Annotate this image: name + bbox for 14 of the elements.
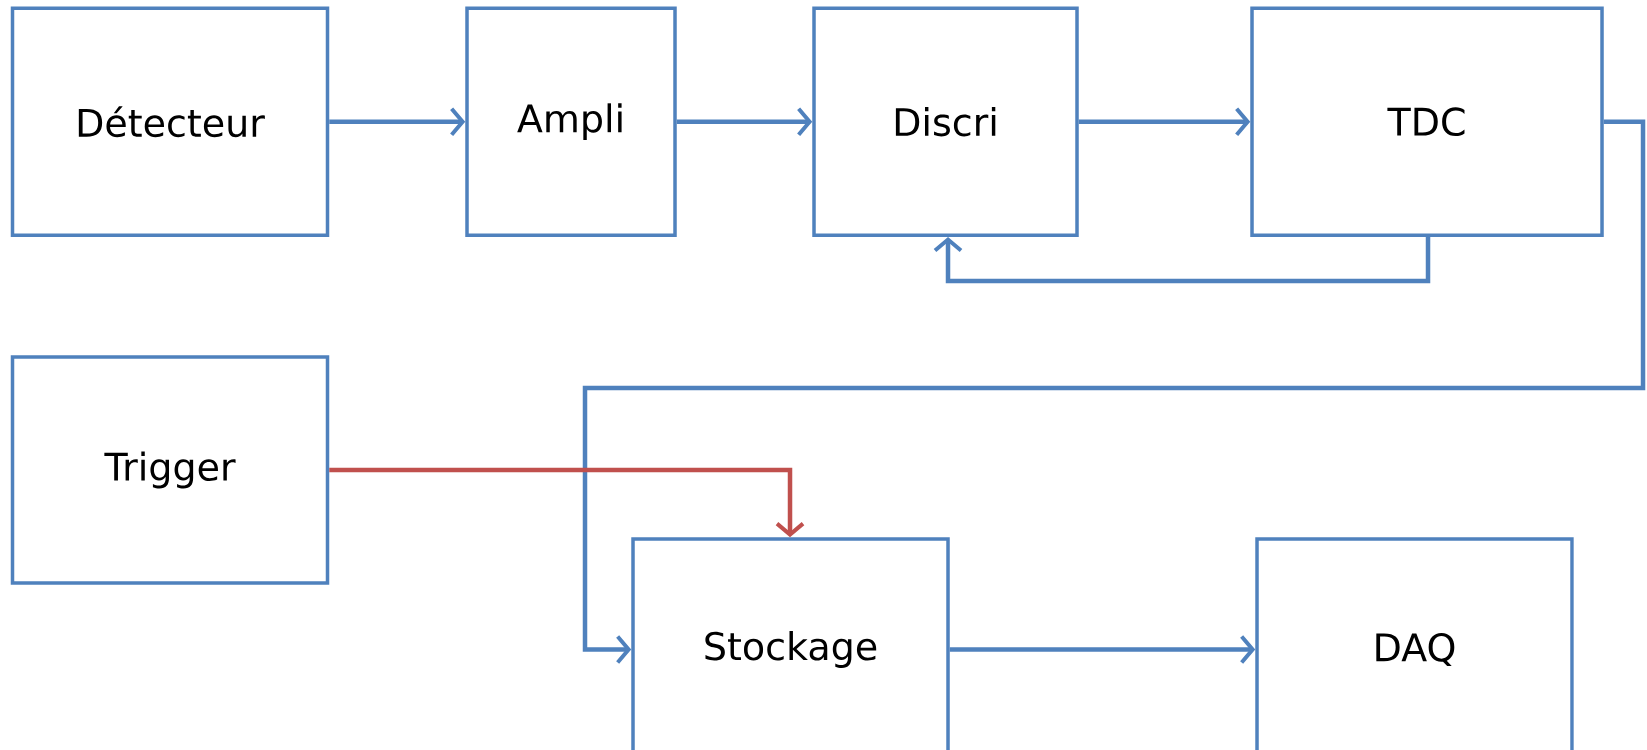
arrow bbox=[582, 119, 1646, 664]
process-box: Détecteur bbox=[10, 6, 330, 237]
arrow bbox=[933, 236, 1431, 284]
process-box: TDC bbox=[1250, 6, 1604, 237]
process-box: DAQ bbox=[1255, 537, 1574, 750]
arrow bbox=[949, 635, 1256, 664]
process-box: Ampli bbox=[465, 6, 677, 237]
process-box: Trigger bbox=[10, 355, 330, 585]
arrow bbox=[676, 107, 813, 136]
arrow bbox=[1078, 107, 1251, 136]
process-box: Discri bbox=[812, 6, 1079, 237]
arrow bbox=[329, 467, 805, 538]
process-box: Stockage bbox=[631, 537, 950, 750]
arrow bbox=[329, 107, 466, 136]
